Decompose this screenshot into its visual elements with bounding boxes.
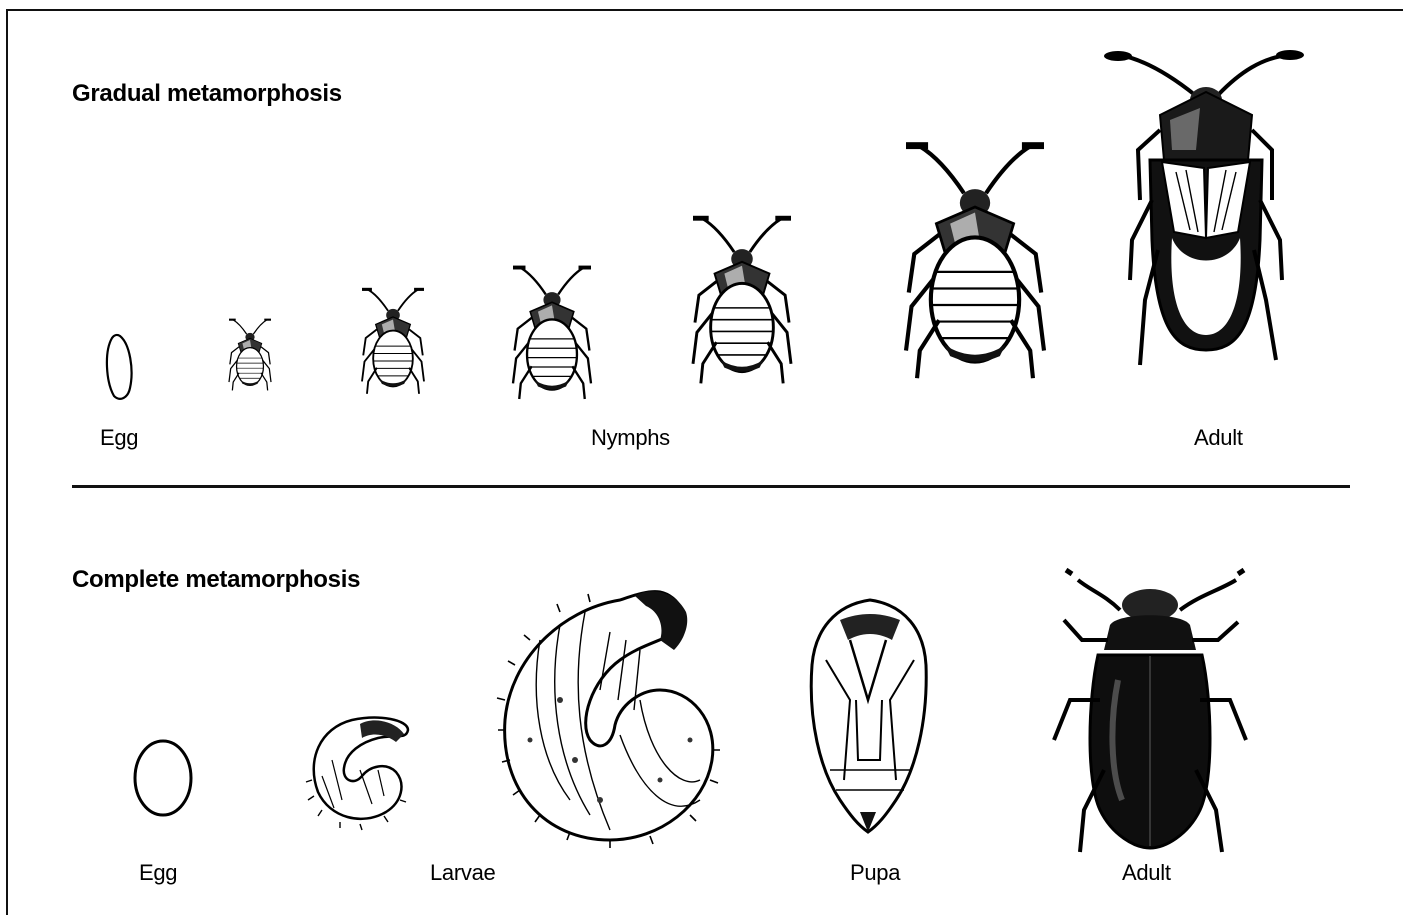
large-larva-drawing (497, 591, 720, 848)
gradual-egg-drawing (107, 335, 132, 399)
complete-adult-drawing (1054, 570, 1246, 852)
nymph-2-drawing (362, 288, 424, 394)
nymph-3-drawing (513, 266, 591, 399)
complete-egg-drawing (135, 741, 191, 815)
small-larva-drawing (306, 718, 408, 830)
nymph-4-drawing (693, 216, 791, 384)
nymph-5-drawing (906, 142, 1044, 378)
nymph-1-drawing (229, 319, 271, 391)
pupa-drawing (811, 600, 926, 832)
gradual-adult-drawing (1104, 50, 1304, 365)
